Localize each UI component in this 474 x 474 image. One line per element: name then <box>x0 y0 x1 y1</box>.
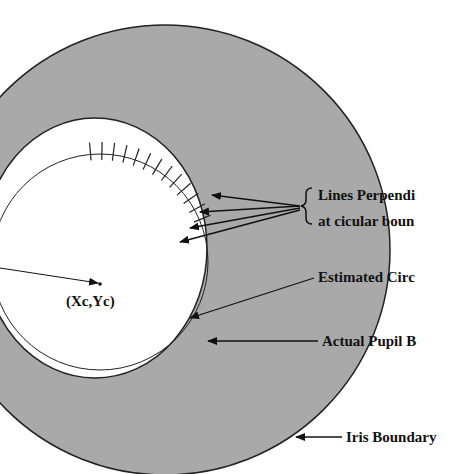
leader-arrow <box>180 210 300 242</box>
iris-disc <box>0 25 390 474</box>
perpendicular-line <box>184 193 199 203</box>
perpendicular-line <box>177 183 191 195</box>
center-label: (Xc,Yc) <box>66 292 115 310</box>
callout-label: at cicular boun <box>318 212 414 230</box>
perpendicular-line <box>112 143 114 161</box>
perpendicular-line <box>90 143 92 161</box>
estimated-circle <box>0 154 208 370</box>
callout-label: Iris Boundary <box>346 428 436 446</box>
radius-line <box>0 268 98 283</box>
leader-arrow <box>190 278 314 318</box>
leader-arrow <box>296 436 342 437</box>
perpendicular-lines <box>90 142 211 222</box>
center-dot <box>98 282 102 286</box>
leader-arrow <box>208 340 318 341</box>
perpendicular-line <box>101 142 102 160</box>
leader-arrow <box>212 195 300 206</box>
perpendicular-line <box>194 215 211 222</box>
perpendicular-line <box>123 145 127 163</box>
bracket <box>301 188 312 224</box>
actual-pupil <box>0 118 207 378</box>
callout-label: Lines Perpendi <box>318 186 415 204</box>
perpendicular-line <box>153 159 162 175</box>
perpendicular-line <box>161 166 172 180</box>
callout-label: Estimated Circ <box>318 268 415 286</box>
callout-label: Actual Pupil B <box>322 332 416 350</box>
perpendicular-line <box>143 153 151 169</box>
perpendicular-line <box>133 149 139 166</box>
perpendicular-line <box>170 174 182 187</box>
